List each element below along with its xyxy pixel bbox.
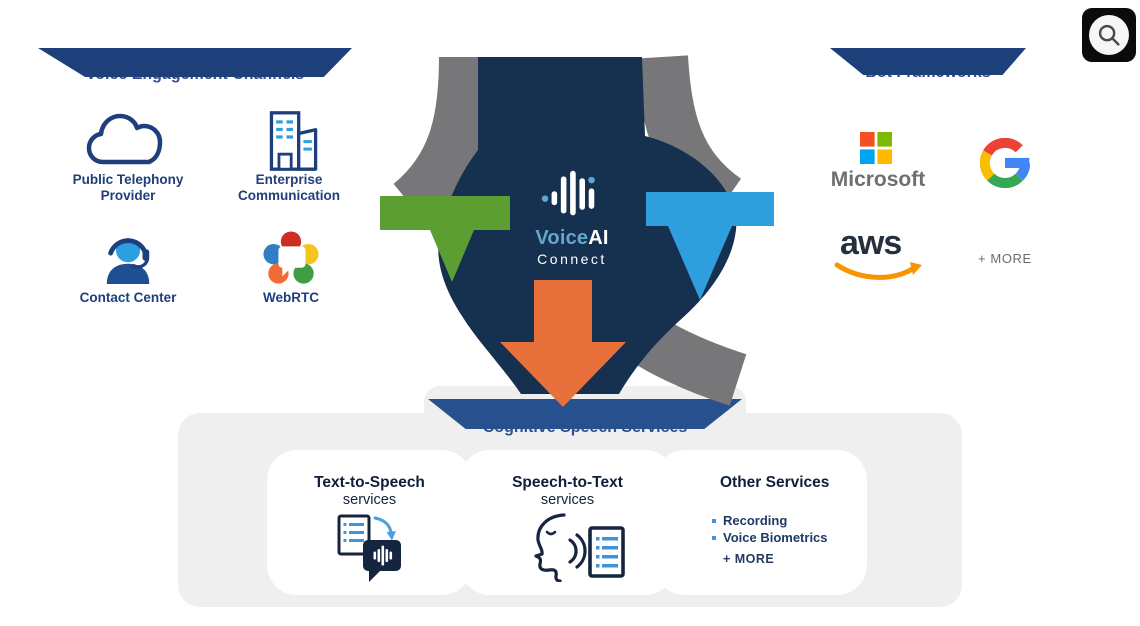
zoom-button[interactable] <box>1082 8 1136 62</box>
text-to-speech-icon <box>337 514 401 582</box>
bullet-dot <box>712 518 716 523</box>
card-title: Text-to-Speech <box>314 474 425 491</box>
voice-waveform-icon <box>541 170 595 216</box>
ribbon-banner <box>38 48 352 77</box>
card-other-services: Other Services Recording Voice Biometric… <box>655 450 867 595</box>
ribbon-banner <box>830 48 1026 75</box>
bullet-dot <box>712 535 716 540</box>
voice-channels-ribbon: Voice Engagement Channels <box>38 48 352 88</box>
card-subtitle: services <box>342 492 397 508</box>
ribbon-banner <box>428 399 742 429</box>
card-title: Speech-to-Text <box>512 474 623 491</box>
google-logo-icon <box>980 138 1030 188</box>
card-speech-to-text: Speech-to-Text services <box>460 450 675 595</box>
office-building-icon <box>269 111 318 171</box>
more-services-label: + MORE <box>723 552 775 566</box>
cognitive-speech-ribbon: Cognitive Speech Services <box>428 399 742 441</box>
magnifier-icon <box>1098 24 1120 46</box>
connector-arrows-graphic <box>380 55 774 407</box>
orange-arrow-down <box>500 280 626 407</box>
card-text-to-speech: Text-to-Speech services <box>267 450 472 595</box>
voiceai-connect-logo: VoiceAI Connect <box>505 168 639 267</box>
logo-subtitle: Connect <box>537 251 607 267</box>
microsoft-logo-icon <box>860 132 892 164</box>
item-label-webrtc: WebRTC <box>263 290 319 305</box>
card-title: Other Services <box>720 474 830 491</box>
bot-frameworks-ribbon: Bot Frameworks <box>830 48 1026 88</box>
aws-logo-icon <box>834 262 922 280</box>
cloud-icon <box>86 113 163 165</box>
zoom-button-circle <box>1089 15 1129 55</box>
aws-label: aws <box>840 224 902 262</box>
microsoft-label: Microsoft <box>830 168 926 191</box>
blue-arrow-right <box>646 192 774 300</box>
logo-word-voice: Voice <box>535 227 589 249</box>
hub-shape <box>438 57 737 394</box>
card-subtitle: services <box>540 492 595 508</box>
bullet-voice-biometrics: Voice Biometrics <box>712 530 828 545</box>
bullet-recording: Recording <box>712 513 787 528</box>
more-providers-label: + MORE <box>978 251 1032 266</box>
speech-to-text-icon <box>534 513 625 582</box>
webrtc-logo-icon <box>263 231 319 284</box>
logo-wordmark: VoiceAI <box>505 227 639 250</box>
logo-word-ai: AI <box>588 227 609 249</box>
item-label-enterprise-communication: Enterprise Communication <box>237 172 340 203</box>
gray-arrow-top-left <box>392 56 491 225</box>
green-arrow-left <box>380 196 510 282</box>
agent-headset-icon <box>106 238 150 284</box>
item-label-public-telephony: Public Telephony Provider <box>72 172 184 203</box>
item-label-contact-center: Contact Center <box>79 290 177 305</box>
